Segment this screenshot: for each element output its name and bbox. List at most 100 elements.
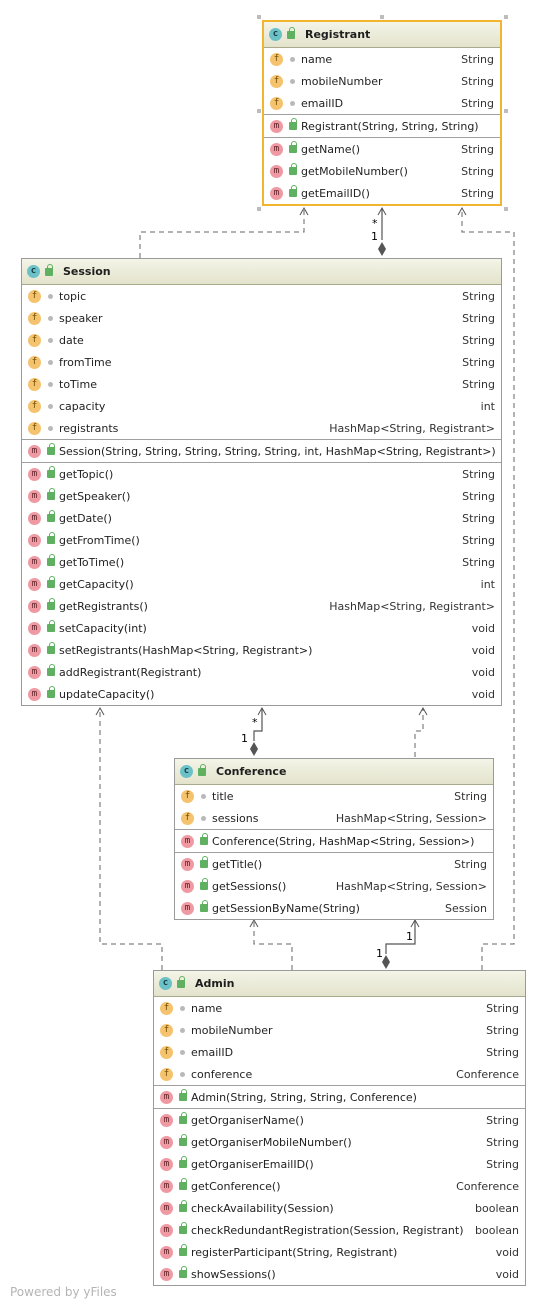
method-icon: m bbox=[160, 1113, 173, 1127]
lock-open-icon bbox=[46, 554, 55, 566]
method-icon: m bbox=[28, 533, 41, 547]
lock-open-icon bbox=[178, 1112, 187, 1124]
field-icon: f bbox=[28, 399, 41, 413]
field-name: conference bbox=[191, 1067, 253, 1081]
field-type: String bbox=[462, 355, 495, 369]
return-type: String bbox=[462, 511, 495, 525]
public-visibility-icon bbox=[46, 554, 55, 566]
lock-open-icon bbox=[178, 1244, 187, 1256]
selection-handle-bottom-right[interactable] bbox=[504, 207, 508, 211]
selection-handle-mid-left[interactable] bbox=[257, 109, 261, 113]
public-visibility-icon bbox=[199, 856, 208, 868]
method-icon: m bbox=[270, 119, 283, 133]
multiplicity-conference-target: 1 bbox=[406, 930, 413, 943]
selection-handle-mid-right[interactable] bbox=[504, 109, 508, 113]
public-visibility-icon bbox=[178, 1112, 187, 1124]
constructor-row[interactable]: m Conference(String, HashMap<String, Sess… bbox=[175, 830, 493, 852]
public-visibility-icon bbox=[46, 664, 55, 676]
lock-open-icon bbox=[288, 163, 297, 175]
method-icon: m bbox=[270, 142, 283, 156]
method-signature: Conference(String, HashMap<String, Sessi… bbox=[212, 834, 475, 848]
field-name: topic bbox=[59, 289, 87, 303]
lock-open-icon bbox=[178, 1200, 187, 1212]
selection-handle-top-right[interactable] bbox=[504, 15, 508, 19]
field-name: speaker bbox=[59, 311, 103, 325]
private-visibility-icon bbox=[46, 403, 55, 409]
public-visibility-icon bbox=[288, 118, 297, 130]
lock-open-icon bbox=[288, 118, 297, 130]
selection-handle-bottom-left[interactable] bbox=[257, 207, 261, 211]
class-icon: c bbox=[27, 265, 40, 278]
edge-admin-session-dependency bbox=[95, 706, 163, 970]
method-icon: m bbox=[28, 555, 41, 569]
constructors-section: m Conference(String, HashMap<String, Sess… bbox=[175, 830, 493, 853]
field-name: date bbox=[59, 333, 84, 347]
return-type: String bbox=[462, 489, 495, 503]
private-dot-icon bbox=[48, 337, 53, 343]
field-type: String bbox=[461, 52, 494, 66]
method-signature: updateCapacity() bbox=[59, 687, 155, 701]
method-icon: m bbox=[28, 467, 41, 481]
public-visibility-icon bbox=[46, 510, 55, 522]
edge-admin-conference-dependency bbox=[249, 918, 293, 970]
private-visibility-icon bbox=[199, 793, 208, 799]
method-icon: m bbox=[181, 834, 194, 848]
field-name: title bbox=[212, 789, 234, 803]
selection-handle-top-mid[interactable] bbox=[380, 15, 384, 19]
selection-handle-top-left[interactable] bbox=[257, 15, 261, 19]
